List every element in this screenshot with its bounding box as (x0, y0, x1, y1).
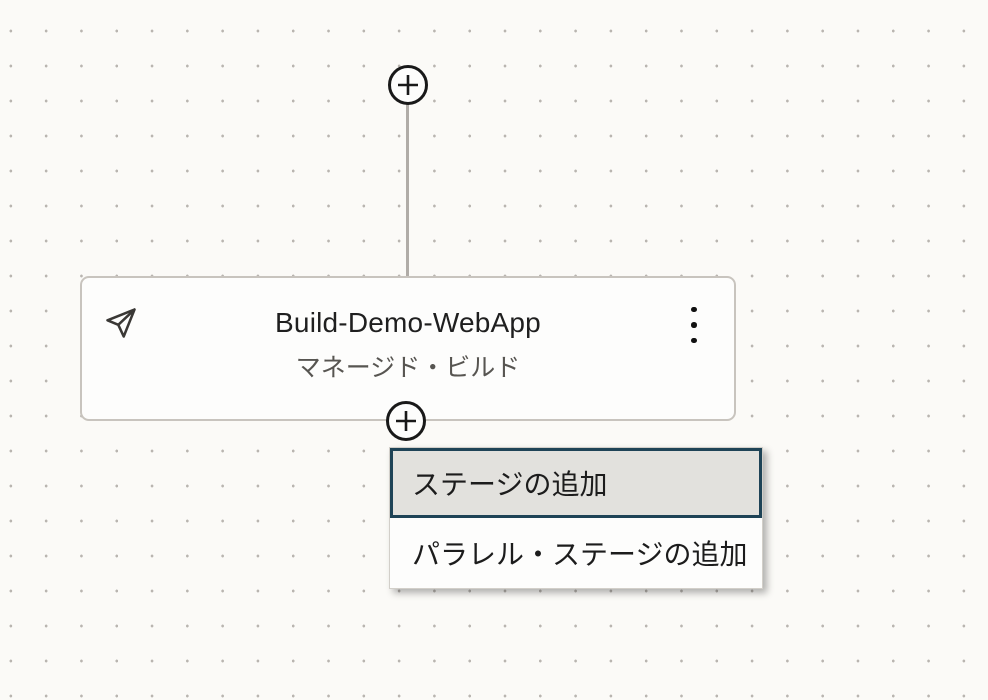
send-icon (103, 305, 139, 341)
stage-overflow-menu-button[interactable] (674, 300, 714, 350)
connector-line (406, 103, 409, 277)
menu-item-add-stage[interactable]: ステージの追加 (390, 448, 762, 518)
stage-card[interactable]: Build-Demo-WebApp マネージド・ビルド (80, 276, 736, 421)
add-stage-after-button[interactable] (386, 401, 426, 441)
stage-title: Build-Demo-WebApp (275, 307, 541, 338)
stage-card-text: Build-Demo-WebApp マネージド・ビルド (82, 307, 734, 384)
kebab-menu-icon (691, 306, 697, 313)
menu-item-add-parallel-stage[interactable]: パラレル・ステージの追加 (390, 518, 762, 588)
kebab-menu-icon (691, 322, 697, 328)
add-stage-context-menu: ステージの追加 パラレル・ステージの追加 (389, 447, 763, 589)
plus-icon (395, 410, 417, 432)
add-stage-top-button[interactable] (388, 65, 428, 105)
kebab-menu-icon (691, 337, 697, 344)
stage-subtitle: マネージド・ビルド (295, 354, 521, 382)
plus-icon (397, 74, 419, 96)
